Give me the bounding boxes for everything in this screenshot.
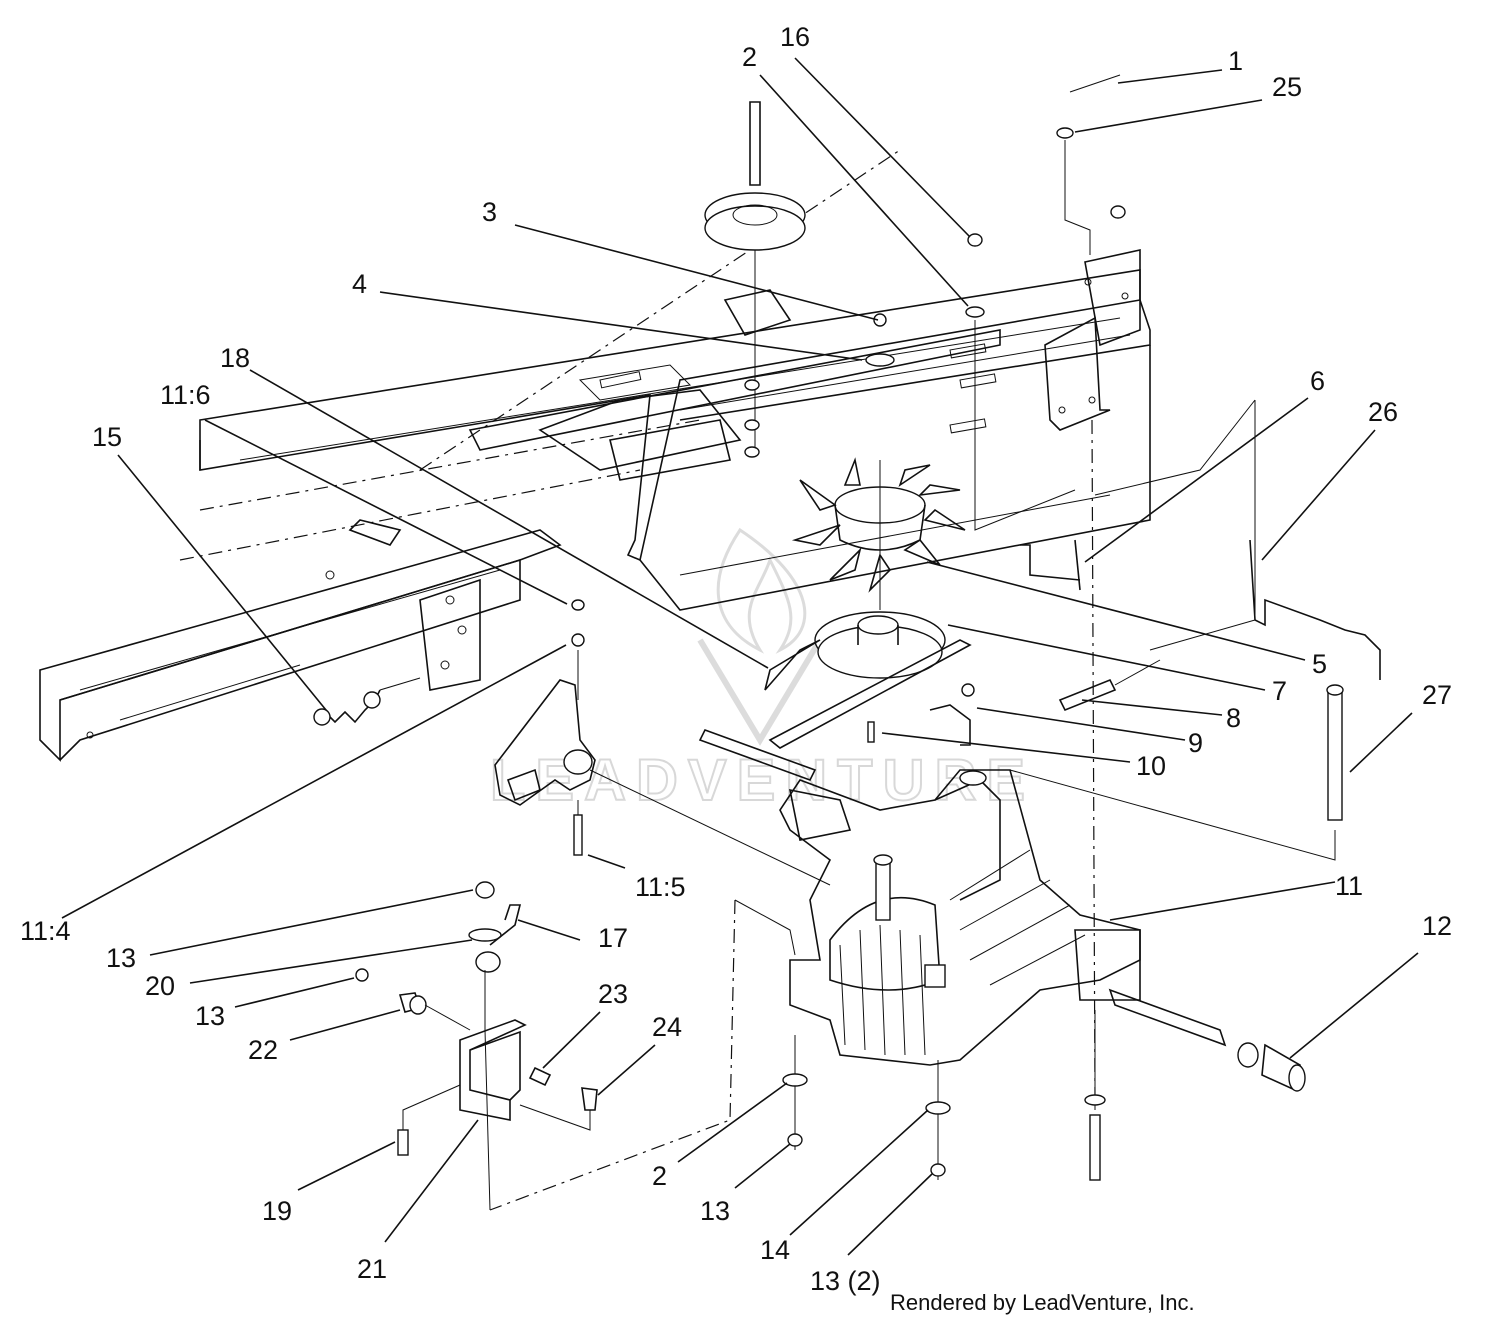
callout-25: 25 <box>1272 72 1302 102</box>
transaxle <box>698 729 1306 1092</box>
callout-20: 20 <box>145 971 175 1001</box>
callout-3: 3 <box>482 197 497 227</box>
callout-23: 23 <box>598 979 628 1009</box>
callout-22: 22 <box>248 1035 278 1065</box>
brake-bracket <box>355 881 598 1211</box>
callout-17: 17 <box>598 923 628 953</box>
callout-9: 9 <box>1188 728 1203 758</box>
drive-pulley <box>764 611 972 749</box>
hardware-top <box>865 74 1126 531</box>
callout-15: 15 <box>92 422 122 452</box>
callout-11-5: 11:5 <box>635 872 686 902</box>
hardware-lower-center <box>489 899 1106 1211</box>
cooling-fan <box>791 457 966 610</box>
idler-pulley <box>704 101 806 458</box>
hardware-middle <box>867 659 1161 746</box>
callout-27: 27 <box>1422 680 1452 710</box>
callout-5: 5 <box>1312 649 1327 679</box>
callout-7: 7 <box>1272 676 1287 706</box>
callout-11-6: 11:6 <box>160 380 211 410</box>
callout-4: 4 <box>352 269 367 299</box>
callout-8: 8 <box>1226 703 1241 733</box>
callout-26: 26 <box>1368 397 1398 427</box>
callout-2-top: 2 <box>742 42 757 72</box>
callout-12: 12 <box>1422 911 1452 941</box>
callout-10: 10 <box>1136 751 1166 781</box>
callout-labels: 1 25 16 2 3 4 18 11:6 15 6 26 5 7 8 9 10… <box>20 22 1452 1296</box>
left-bracket <box>494 599 831 886</box>
leader-lines <box>61 57 1419 1256</box>
bracket-upper-right <box>1044 249 1141 1101</box>
callout-19: 19 <box>262 1196 292 1226</box>
callout-6: 6 <box>1310 366 1325 396</box>
callout-18: 18 <box>220 343 250 373</box>
callout-1: 1 <box>1228 46 1243 76</box>
render-credit: Rendered by LeadVenture, Inc. <box>890 1290 1195 1315</box>
spring <box>313 677 421 726</box>
callout-24: 24 <box>652 1012 682 1042</box>
callout-13-b: 13 <box>195 1001 225 1031</box>
frame-rails <box>39 149 1151 762</box>
callout-13-2: 13 (2) <box>810 1266 881 1296</box>
callout-14: 14 <box>760 1235 790 1265</box>
callout-2-bottom: 2 <box>652 1161 667 1191</box>
callout-21: 21 <box>357 1254 387 1284</box>
callout-11: 11 <box>1335 871 1363 901</box>
control-rods <box>1009 399 1381 861</box>
callout-11-4: 11:4 <box>20 916 71 946</box>
callout-16: 16 <box>780 22 810 52</box>
callout-13-c: 13 <box>700 1196 730 1226</box>
callout-13-a: 13 <box>106 943 136 973</box>
